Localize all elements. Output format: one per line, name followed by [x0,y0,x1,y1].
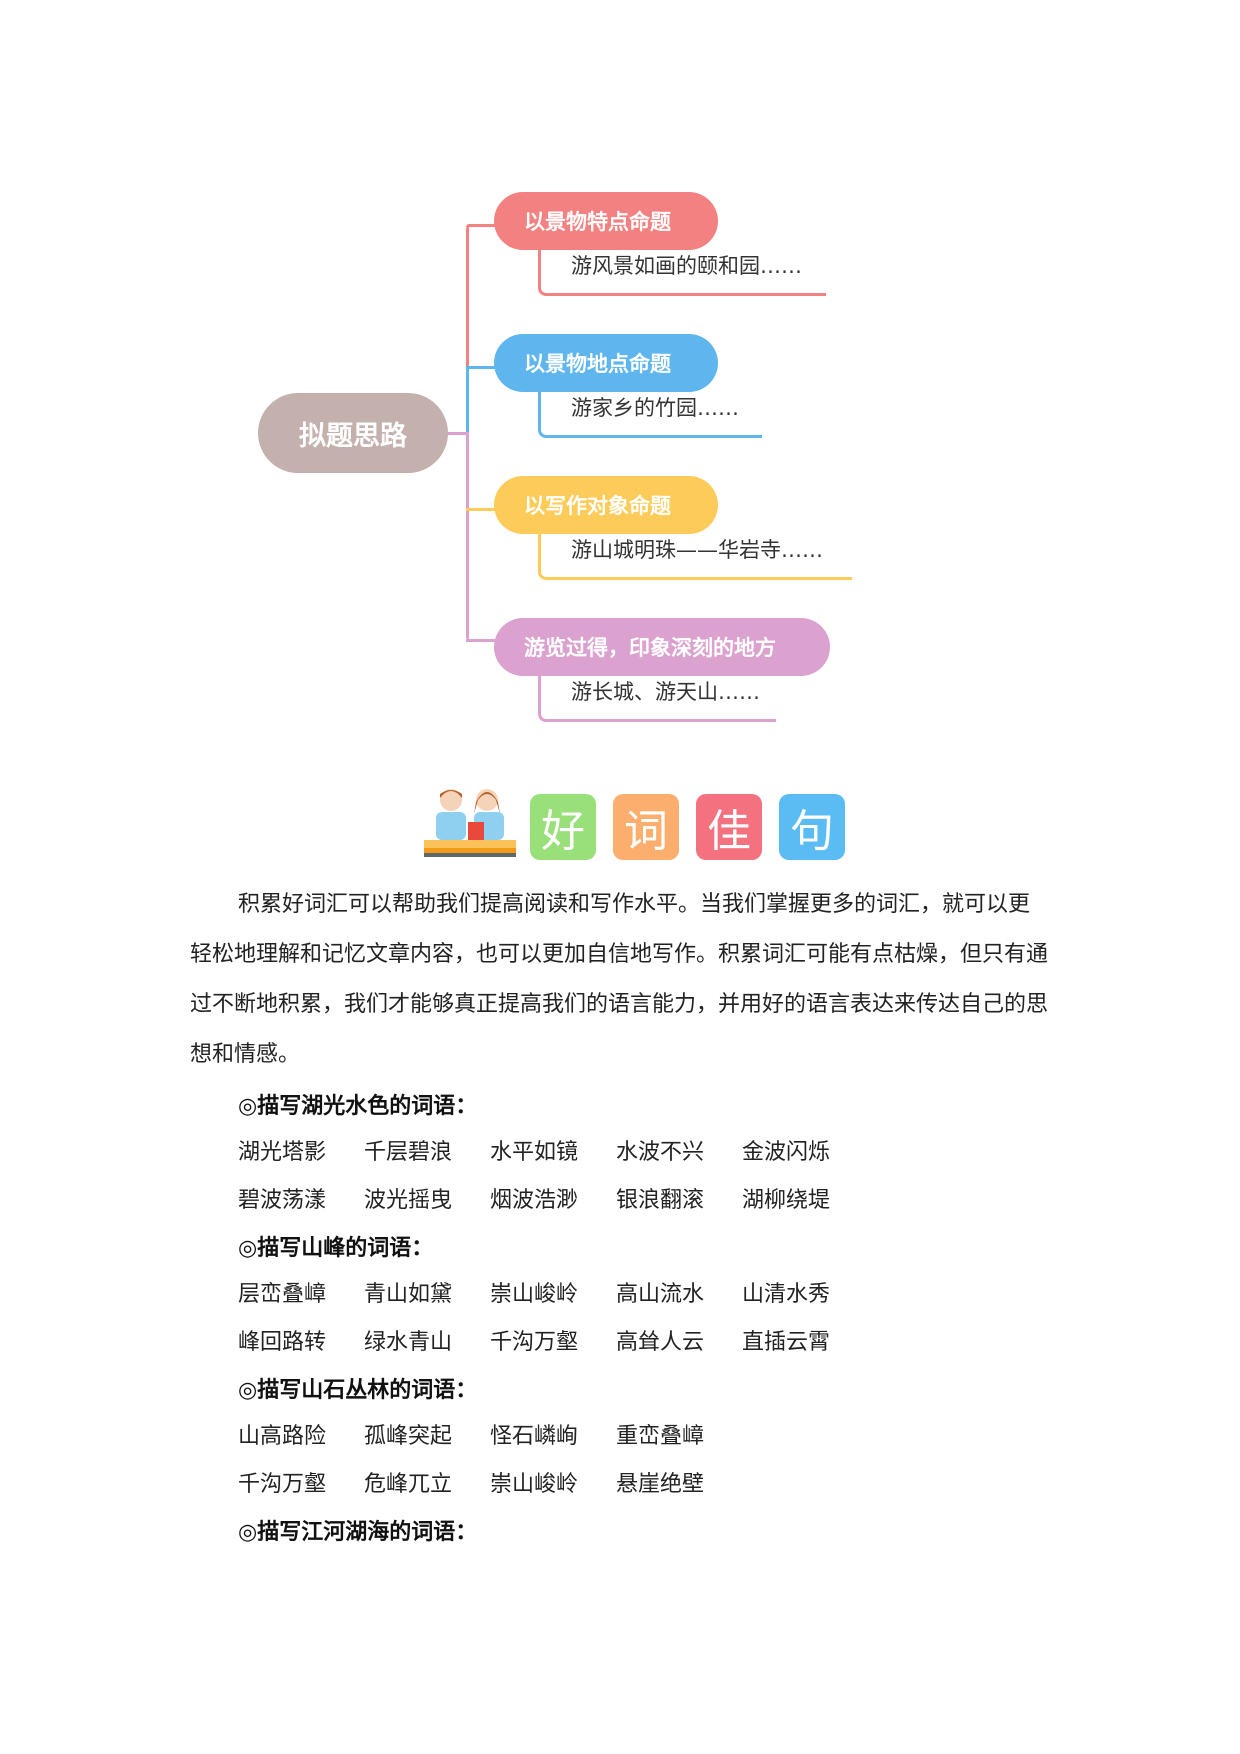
word: 直插云霄 [742,1330,831,1355]
section-title-lake: ◎描写湖光水色的词语： [238,1094,478,1119]
word: 千层碧浪 [364,1140,453,1165]
word: 悬崖绝壁 [616,1472,705,1497]
word-row: 层峦叠嶂 青山如黛 崇山峻岭 高山流水 山清水秀 [238,1276,868,1308]
students-reading-icon [424,786,516,858]
tile-ci: 词 [613,794,679,860]
word: 崇山峻岭 [490,1282,579,1307]
word: 崇山峻岭 [490,1472,579,1497]
section-title-rivers: ◎描写江河湖海的词语： [238,1520,478,1545]
leaf-text: 游山城明珠——华岩寺…… [571,538,823,562]
branch-1: 以景物特点命题 [494,192,718,250]
leaf-1: 游风景如画的颐和园…… [538,244,826,296]
word: 孤峰突起 [364,1424,453,1449]
word: 烟波浩渺 [490,1188,579,1213]
leaf-4: 游长城、游天山…… [538,670,776,722]
word: 青山如黛 [364,1282,453,1307]
tile-ju: 句 [779,794,845,860]
word: 山清水秀 [742,1282,831,1307]
word: 波光摇曳 [364,1188,453,1213]
word: 千沟万壑 [238,1472,327,1497]
leaf-3: 游山城明珠——华岩寺…… [538,528,852,580]
section-title-mountain: ◎描写山峰的词语： [238,1236,434,1261]
word: 银浪翻滚 [616,1188,705,1213]
link-1 [466,224,496,227]
leaf-text: 游风景如画的颐和园…… [571,254,802,278]
leaf-text: 游长城、游天山…… [571,680,760,704]
word: 重峦叠嶂 [616,1424,705,1449]
tile-hao: 好 [530,794,596,860]
word-row: 湖光塔影 千层碧浪 水平如镜 水波不兴 金波闪烁 [238,1134,868,1166]
word: 峰回路转 [238,1330,327,1355]
word-row: 碧波荡漾 波光摇曳 烟波浩渺 银浪翻滚 湖柳绕堤 [238,1182,868,1214]
branch-3: 以写作对象命题 [494,476,718,534]
word: 金波闪烁 [742,1140,831,1165]
leaf-text: 游家乡的竹园…… [571,396,739,420]
intro-text: 积累好词汇可以帮助我们提高阅读和写作水平。当我们掌握更多的词汇，就可以更轻松地理… [190,892,1049,1067]
word: 碧波荡漾 [238,1188,327,1213]
link-3 [466,508,496,511]
intro-paragraph: 积累好词汇可以帮助我们提高阅读和写作水平。当我们掌握更多的词汇，就可以更轻松地理… [190,880,1050,1080]
branch-2: 以景物地点命题 [494,334,718,392]
word-row: 山高路险 孤峰突起 怪石嶙峋 重峦叠嶂 [238,1418,742,1450]
word: 水平如镜 [490,1140,579,1165]
word: 怪石嶙峋 [490,1424,579,1449]
word-row: 千沟万壑 危峰兀立 崇山峻岭 悬崖绝壁 [238,1466,742,1498]
leaf-2: 游家乡的竹园…… [538,386,762,438]
word: 高耸人云 [616,1330,705,1355]
tile-jia: 佳 [696,794,762,860]
word: 绿水青山 [364,1330,453,1355]
word: 湖柳绕堤 [742,1188,831,1213]
trunk-purple [466,432,469,640]
mindmap-root: 拟题思路 [258,393,448,473]
word-row: 峰回路转 绿水青山 千沟万壑 高耸人云 直插云霄 [238,1324,868,1356]
word: 千沟万壑 [490,1330,579,1355]
trunk-blue [466,368,469,432]
word: 山高路险 [238,1424,327,1449]
link-4 [466,639,496,642]
word: 危峰兀立 [364,1472,453,1497]
word: 高山流水 [616,1282,705,1307]
branch-4: 游览过得，印象深刻的地方 [494,618,830,676]
word: 湖光塔影 [238,1140,327,1165]
trunk-red [466,226,469,432]
section-title-rocks: ◎描写山石丛林的词语： [238,1378,478,1403]
word: 水波不兴 [616,1140,705,1165]
root-connector [446,432,468,435]
link-2 [466,366,496,369]
word: 层峦叠嶂 [238,1282,327,1307]
